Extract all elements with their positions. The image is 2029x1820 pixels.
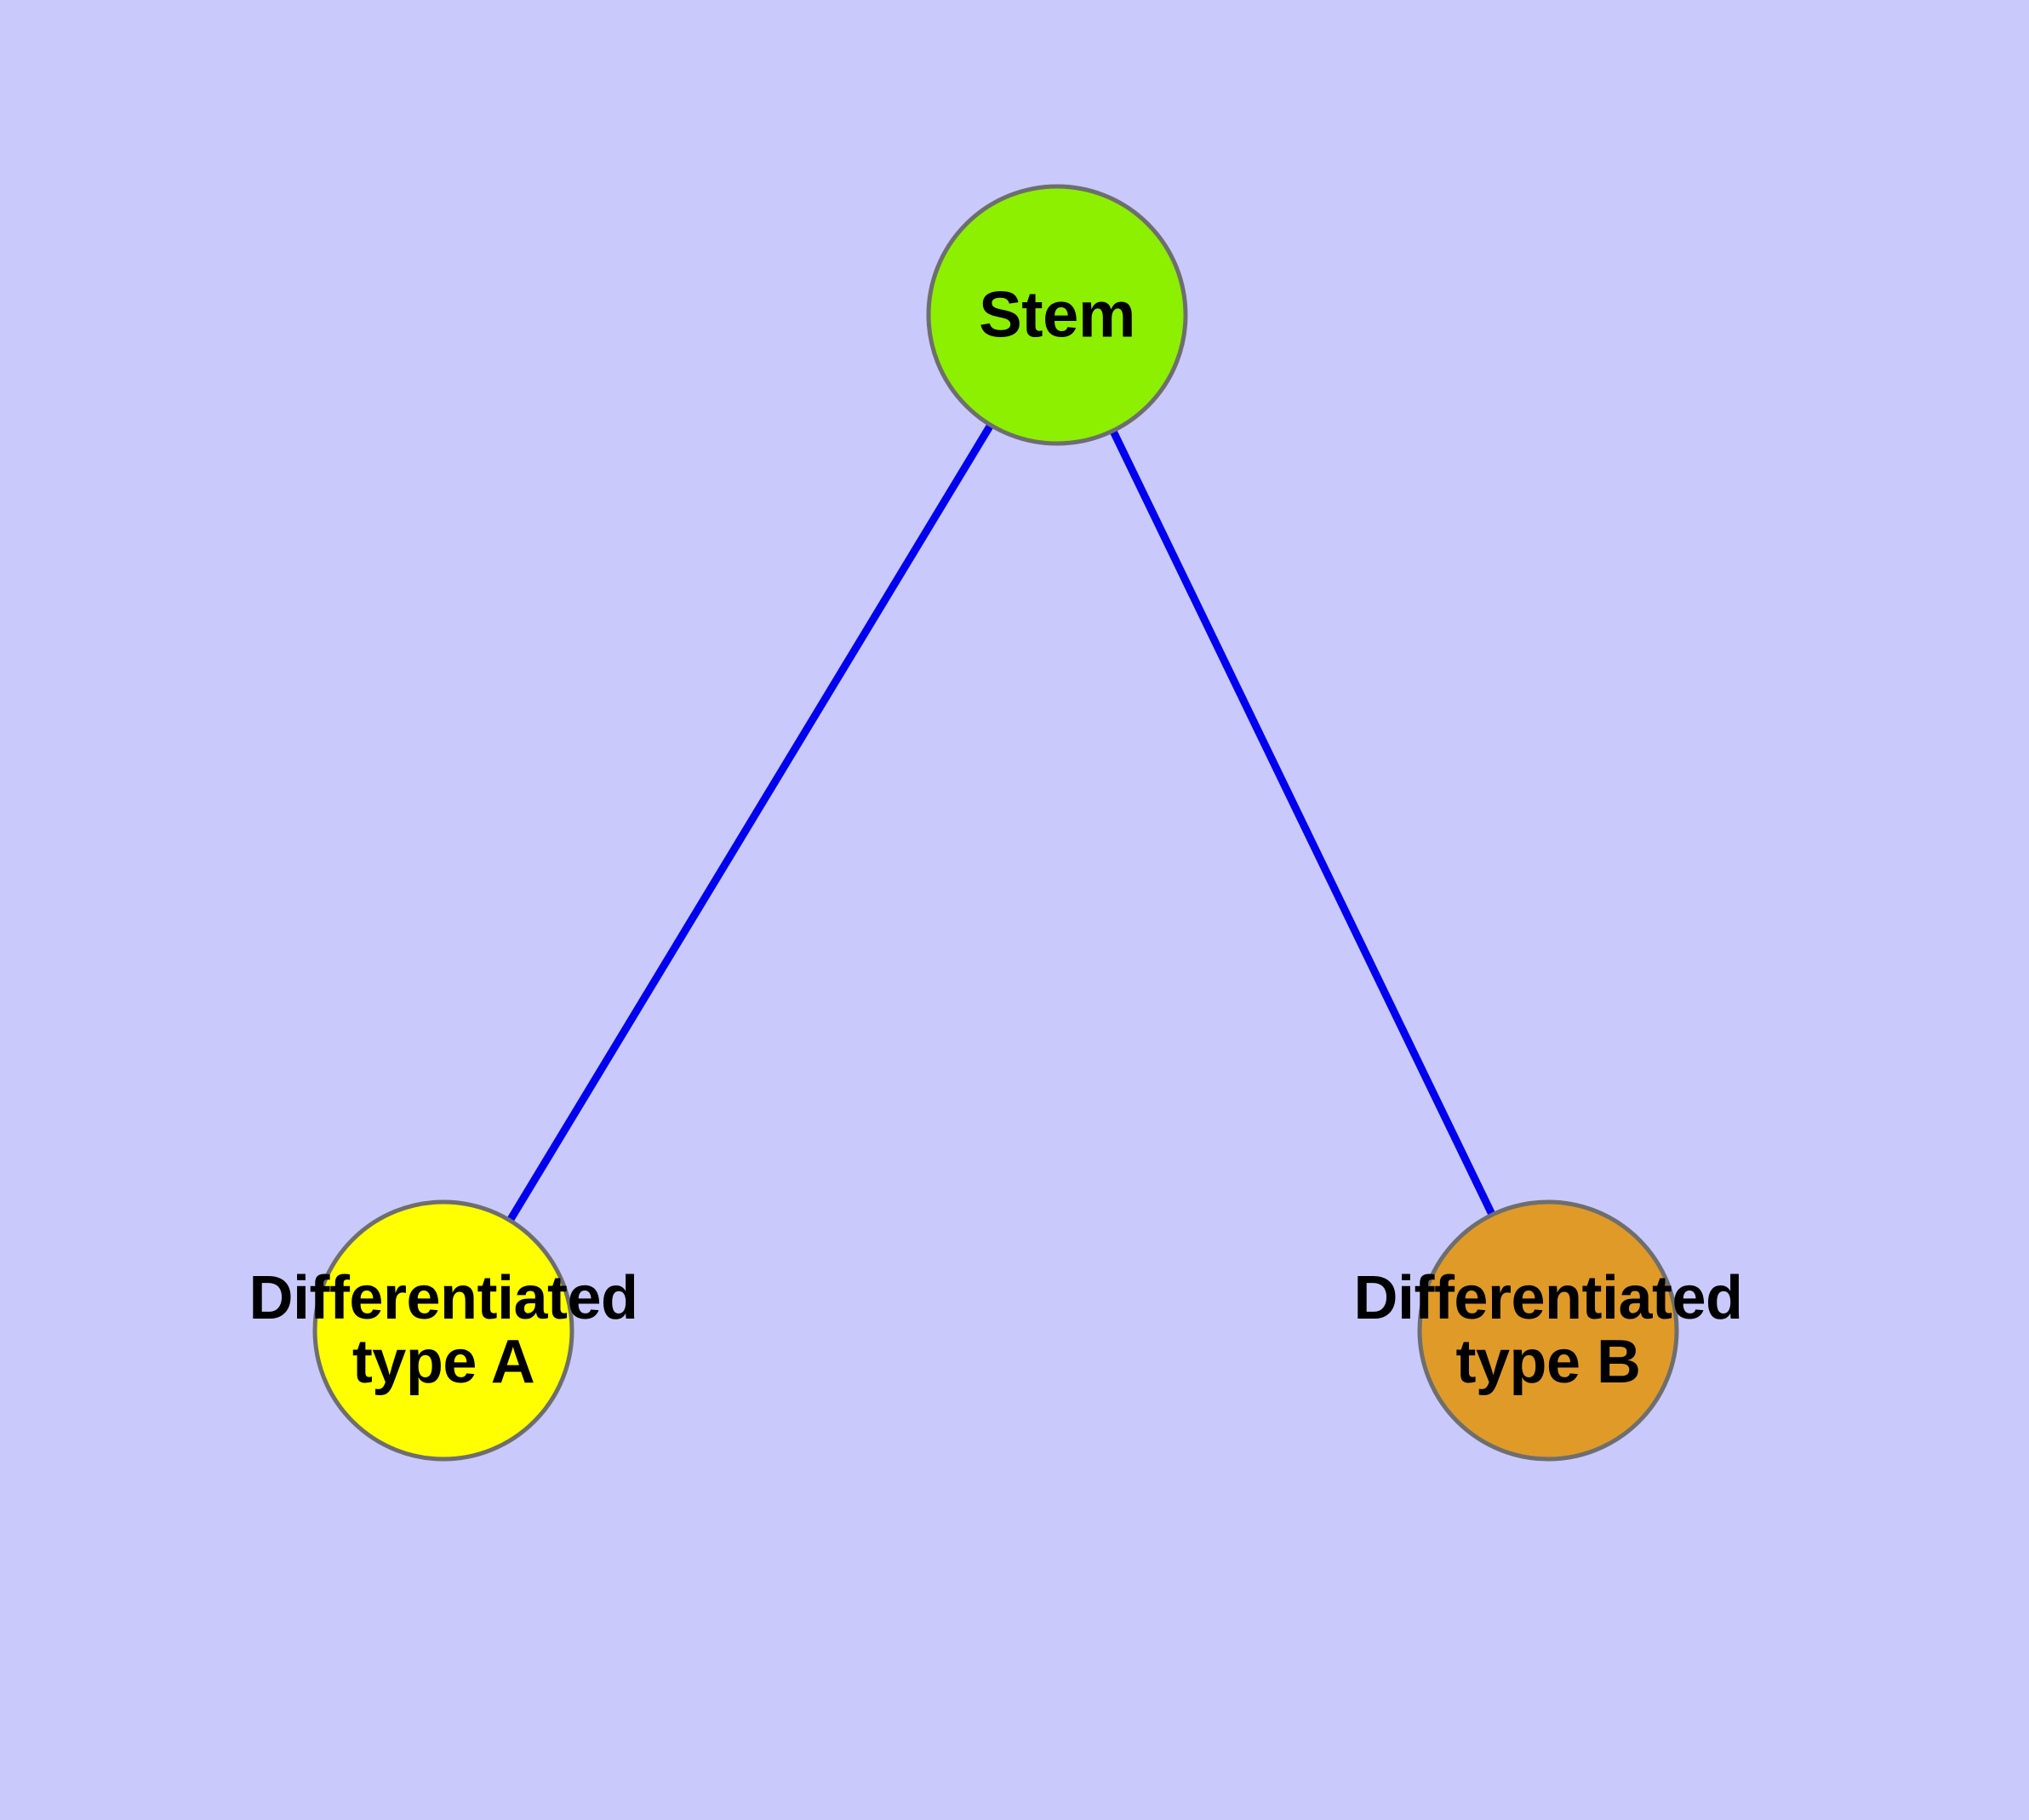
node-layer (312, 184, 1679, 1462)
graph-node-diff_a[interactable] (312, 1199, 574, 1462)
graph-edge-stem-diff_a (440, 312, 1060, 1333)
graph-edge-stem-diff_b (1053, 313, 1552, 1332)
edge-layer (440, 312, 1552, 1333)
graph-node-diff_b[interactable] (1417, 1199, 1679, 1462)
graph-node-stem[interactable] (926, 184, 1188, 446)
